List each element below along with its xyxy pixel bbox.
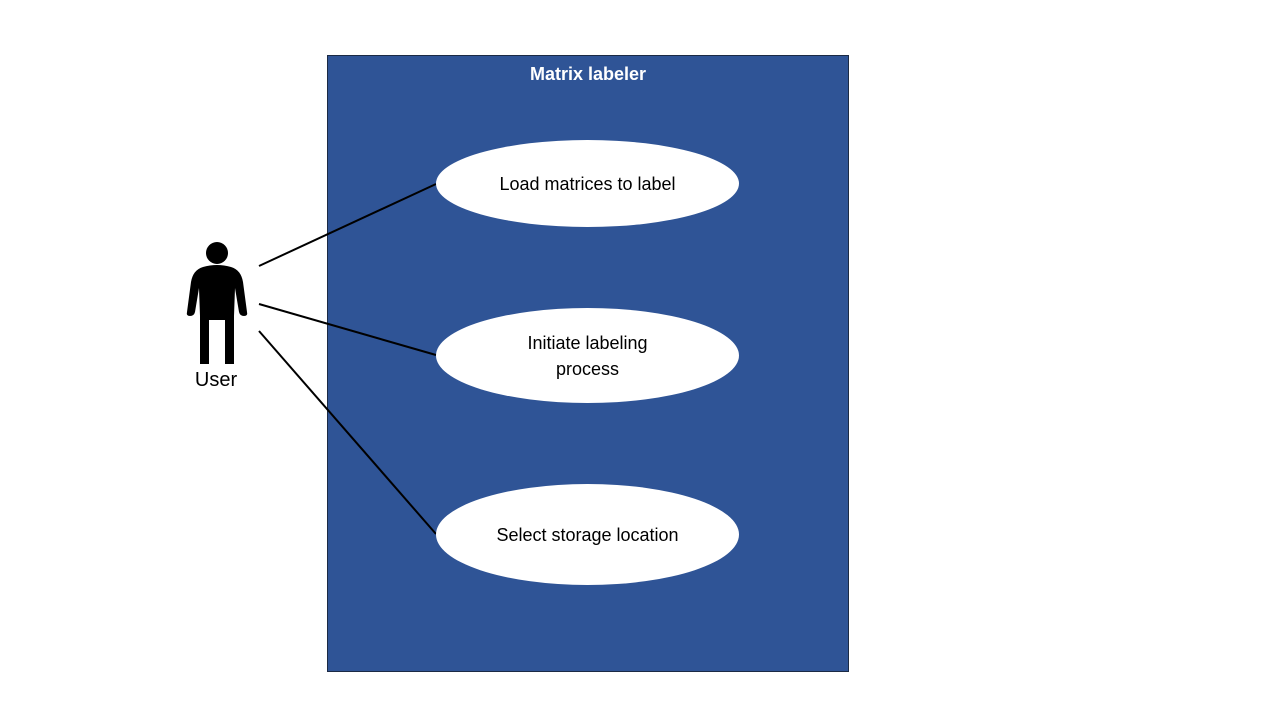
usecase-label: Select storage location: [496, 524, 679, 545]
usecase-label: Initiate labeling process: [527, 332, 648, 379]
system-title: Matrix labeler: [529, 64, 647, 84]
usecase-select-storage: Select storage location: [436, 484, 739, 585]
usecase-load-matrices: Load matrices to label: [436, 140, 739, 227]
person-icon: [186, 242, 248, 364]
usecase-label: Load matrices to label: [499, 173, 676, 194]
actor-label: User: [194, 369, 238, 391]
usecase-initiate-labeling: Initiate labeling process: [436, 308, 739, 403]
